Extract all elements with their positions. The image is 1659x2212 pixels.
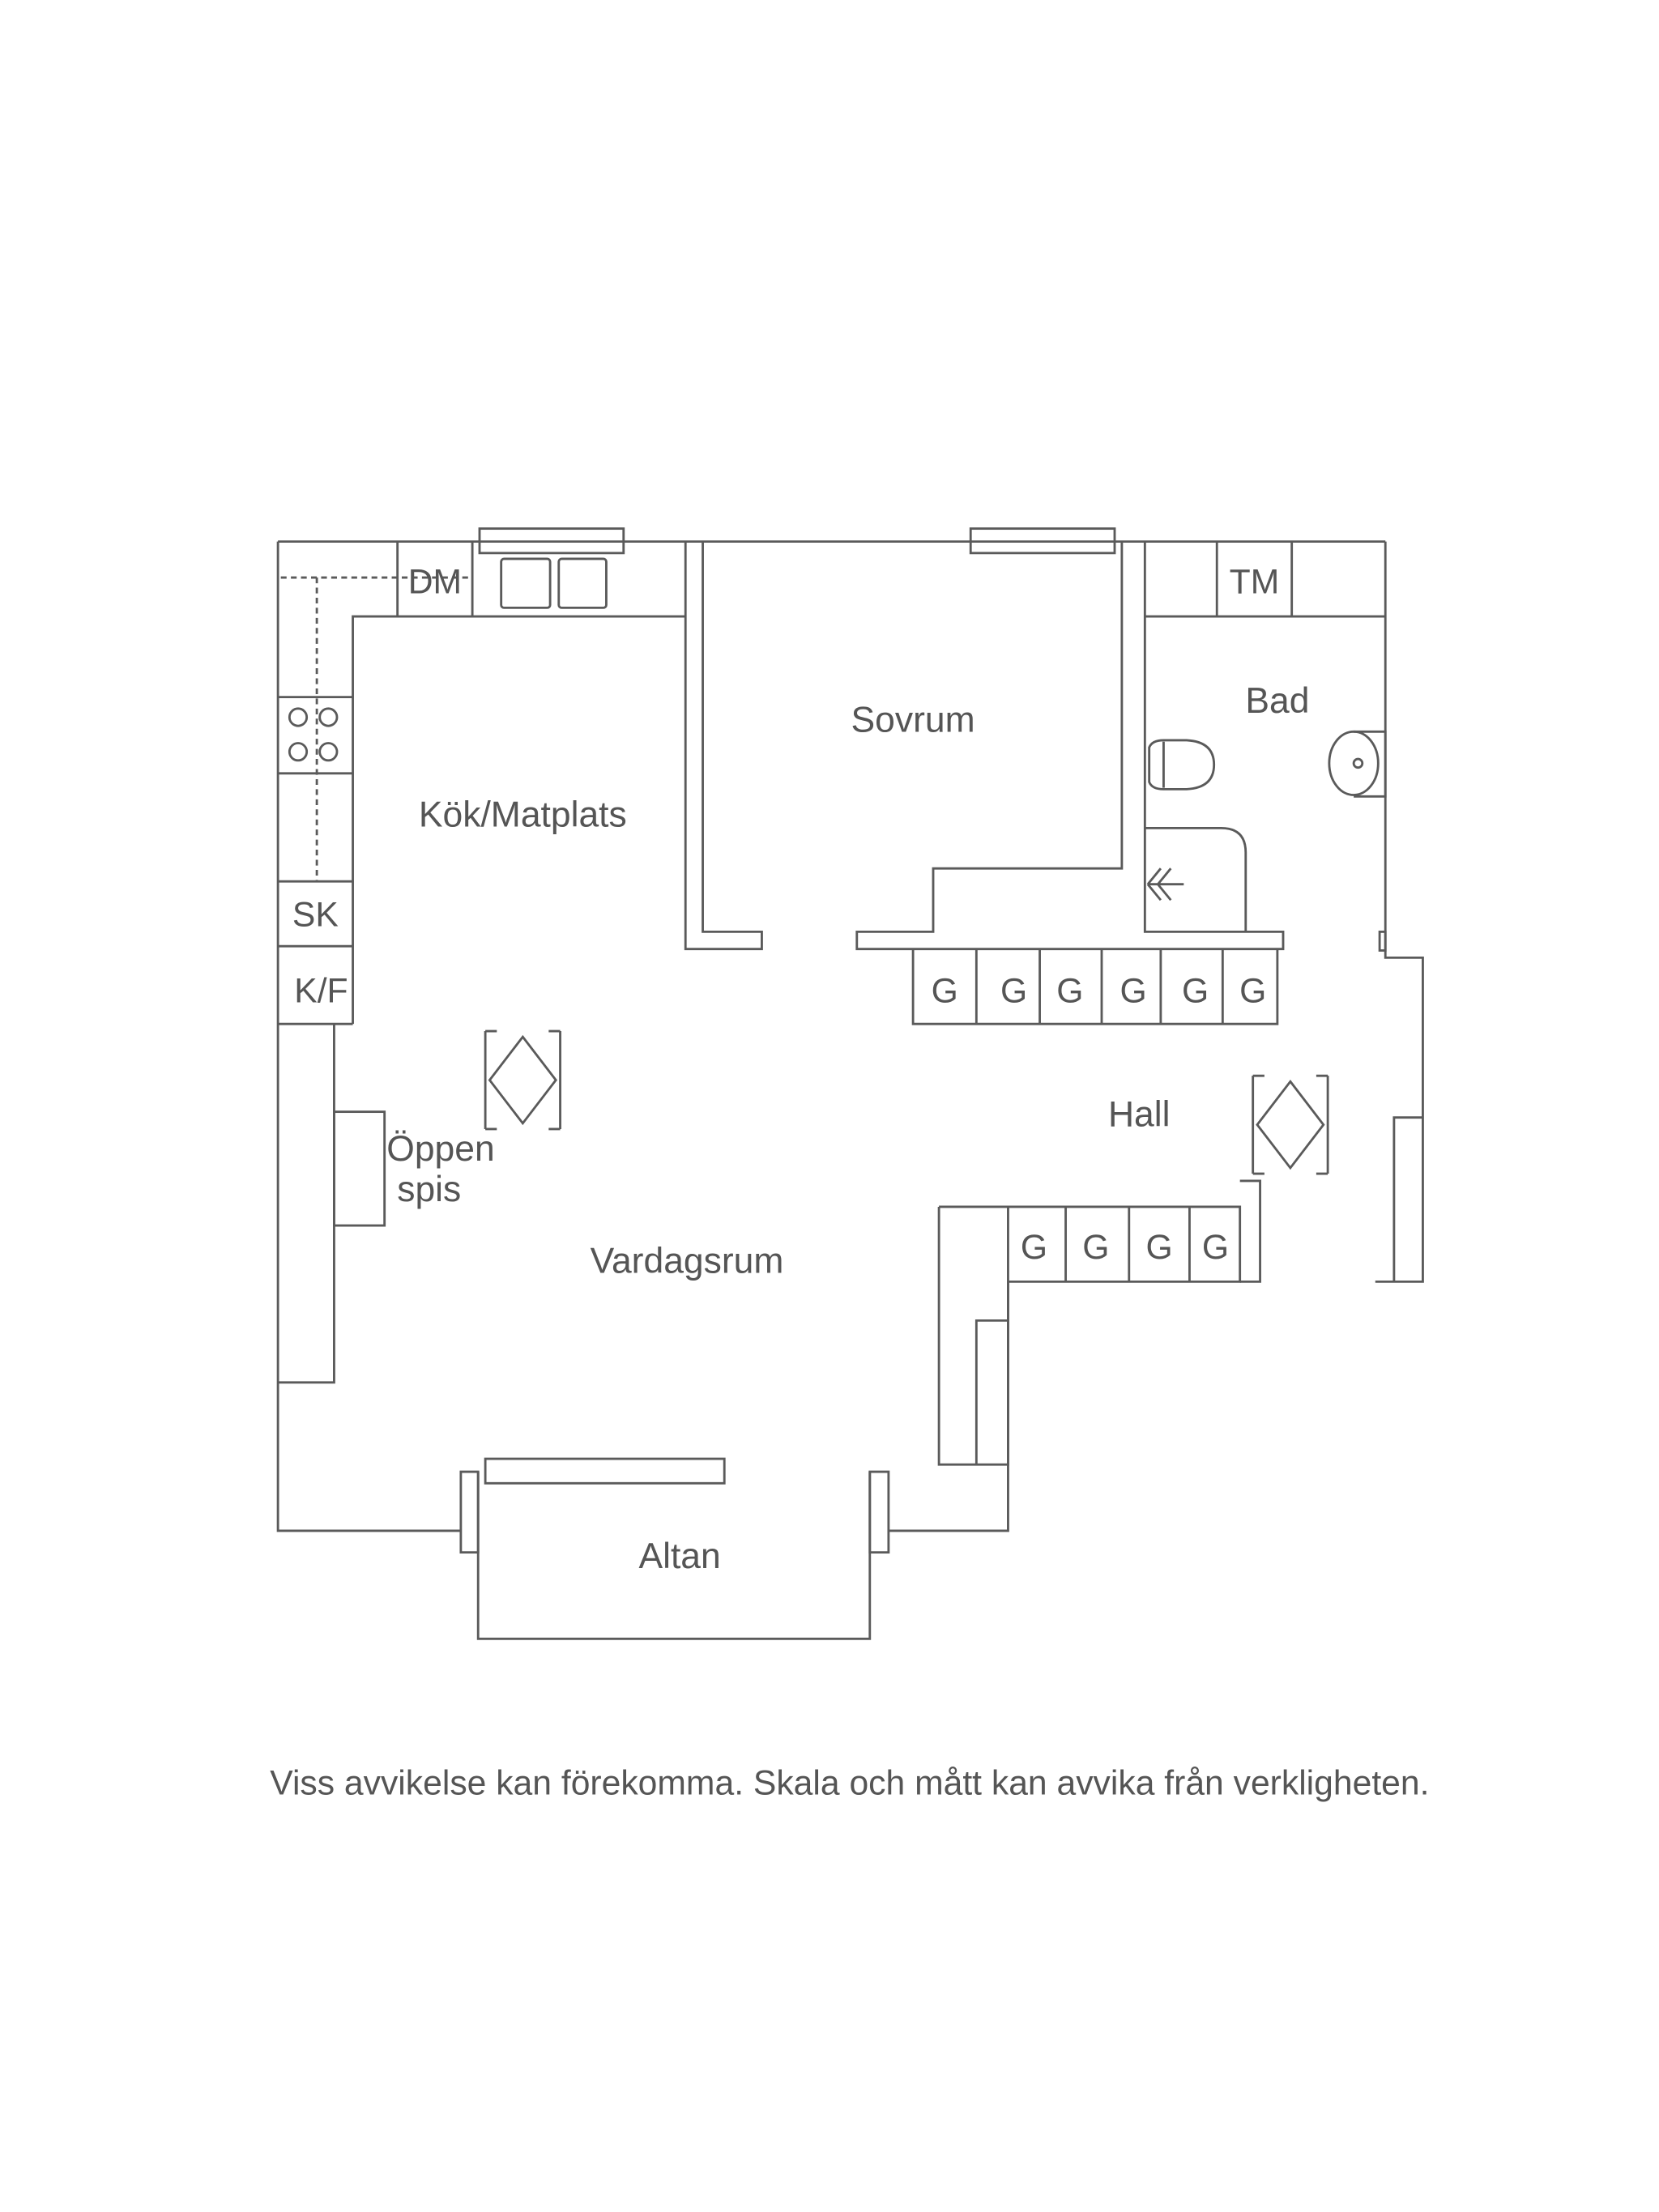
wardrobe-label: G — [1146, 1228, 1173, 1267]
room-bedroom: Sovrum — [851, 700, 975, 739]
washer-label: TM — [1230, 563, 1280, 602]
bathroom-sink-icon — [1328, 730, 1387, 798]
walls — [276, 527, 1424, 1640]
window — [969, 527, 1116, 555]
fireplace-label: spis — [397, 1170, 461, 1209]
wardrobe-label: G — [1202, 1228, 1229, 1267]
stove-diamond-icon — [1252, 1074, 1329, 1175]
wardrobe-label: G — [932, 972, 958, 1011]
room-hall: Hall — [1108, 1094, 1171, 1134]
room-bathroom: Bad — [1245, 681, 1309, 721]
room-living: Vardagsrum — [591, 1242, 784, 1281]
wardrobe-label: G — [1000, 972, 1027, 1011]
fireplace — [333, 1110, 386, 1227]
toilet-icon — [1148, 739, 1216, 791]
wardrobe-label: G — [1082, 1228, 1109, 1267]
stove-icon — [288, 707, 339, 762]
room-kitchen: Kök/Matplats — [419, 795, 627, 835]
fireplace-label: Öppen — [386, 1129, 494, 1169]
room-terrace: Altan — [638, 1536, 720, 1576]
window — [484, 1457, 726, 1485]
fridge-label: K/F — [294, 972, 348, 1011]
stove-diamond-icon — [484, 1029, 561, 1131]
window — [478, 527, 625, 555]
wardrobe-label: G — [1120, 972, 1147, 1011]
wardrobe-label: G — [1056, 972, 1083, 1011]
wardrobe-label: G — [1182, 972, 1209, 1011]
sink-basin — [557, 557, 608, 609]
labels: DM TM SK K/F Kök/Matplats Sovrum Bad Hal… — [292, 563, 1310, 1577]
disclaimer-caption: Viss avvikelse kan förekomma. Skala och … — [270, 1763, 1429, 1802]
wardrobe-label: G — [1021, 1228, 1047, 1267]
sink-basin — [500, 557, 552, 609]
shower-arrow-icon — [1146, 867, 1184, 901]
shower — [1145, 826, 1247, 932]
cabinet-label: SK — [292, 895, 339, 934]
dishwasher-label: DM — [408, 563, 462, 602]
wardrobe-label: G — [1239, 972, 1266, 1011]
